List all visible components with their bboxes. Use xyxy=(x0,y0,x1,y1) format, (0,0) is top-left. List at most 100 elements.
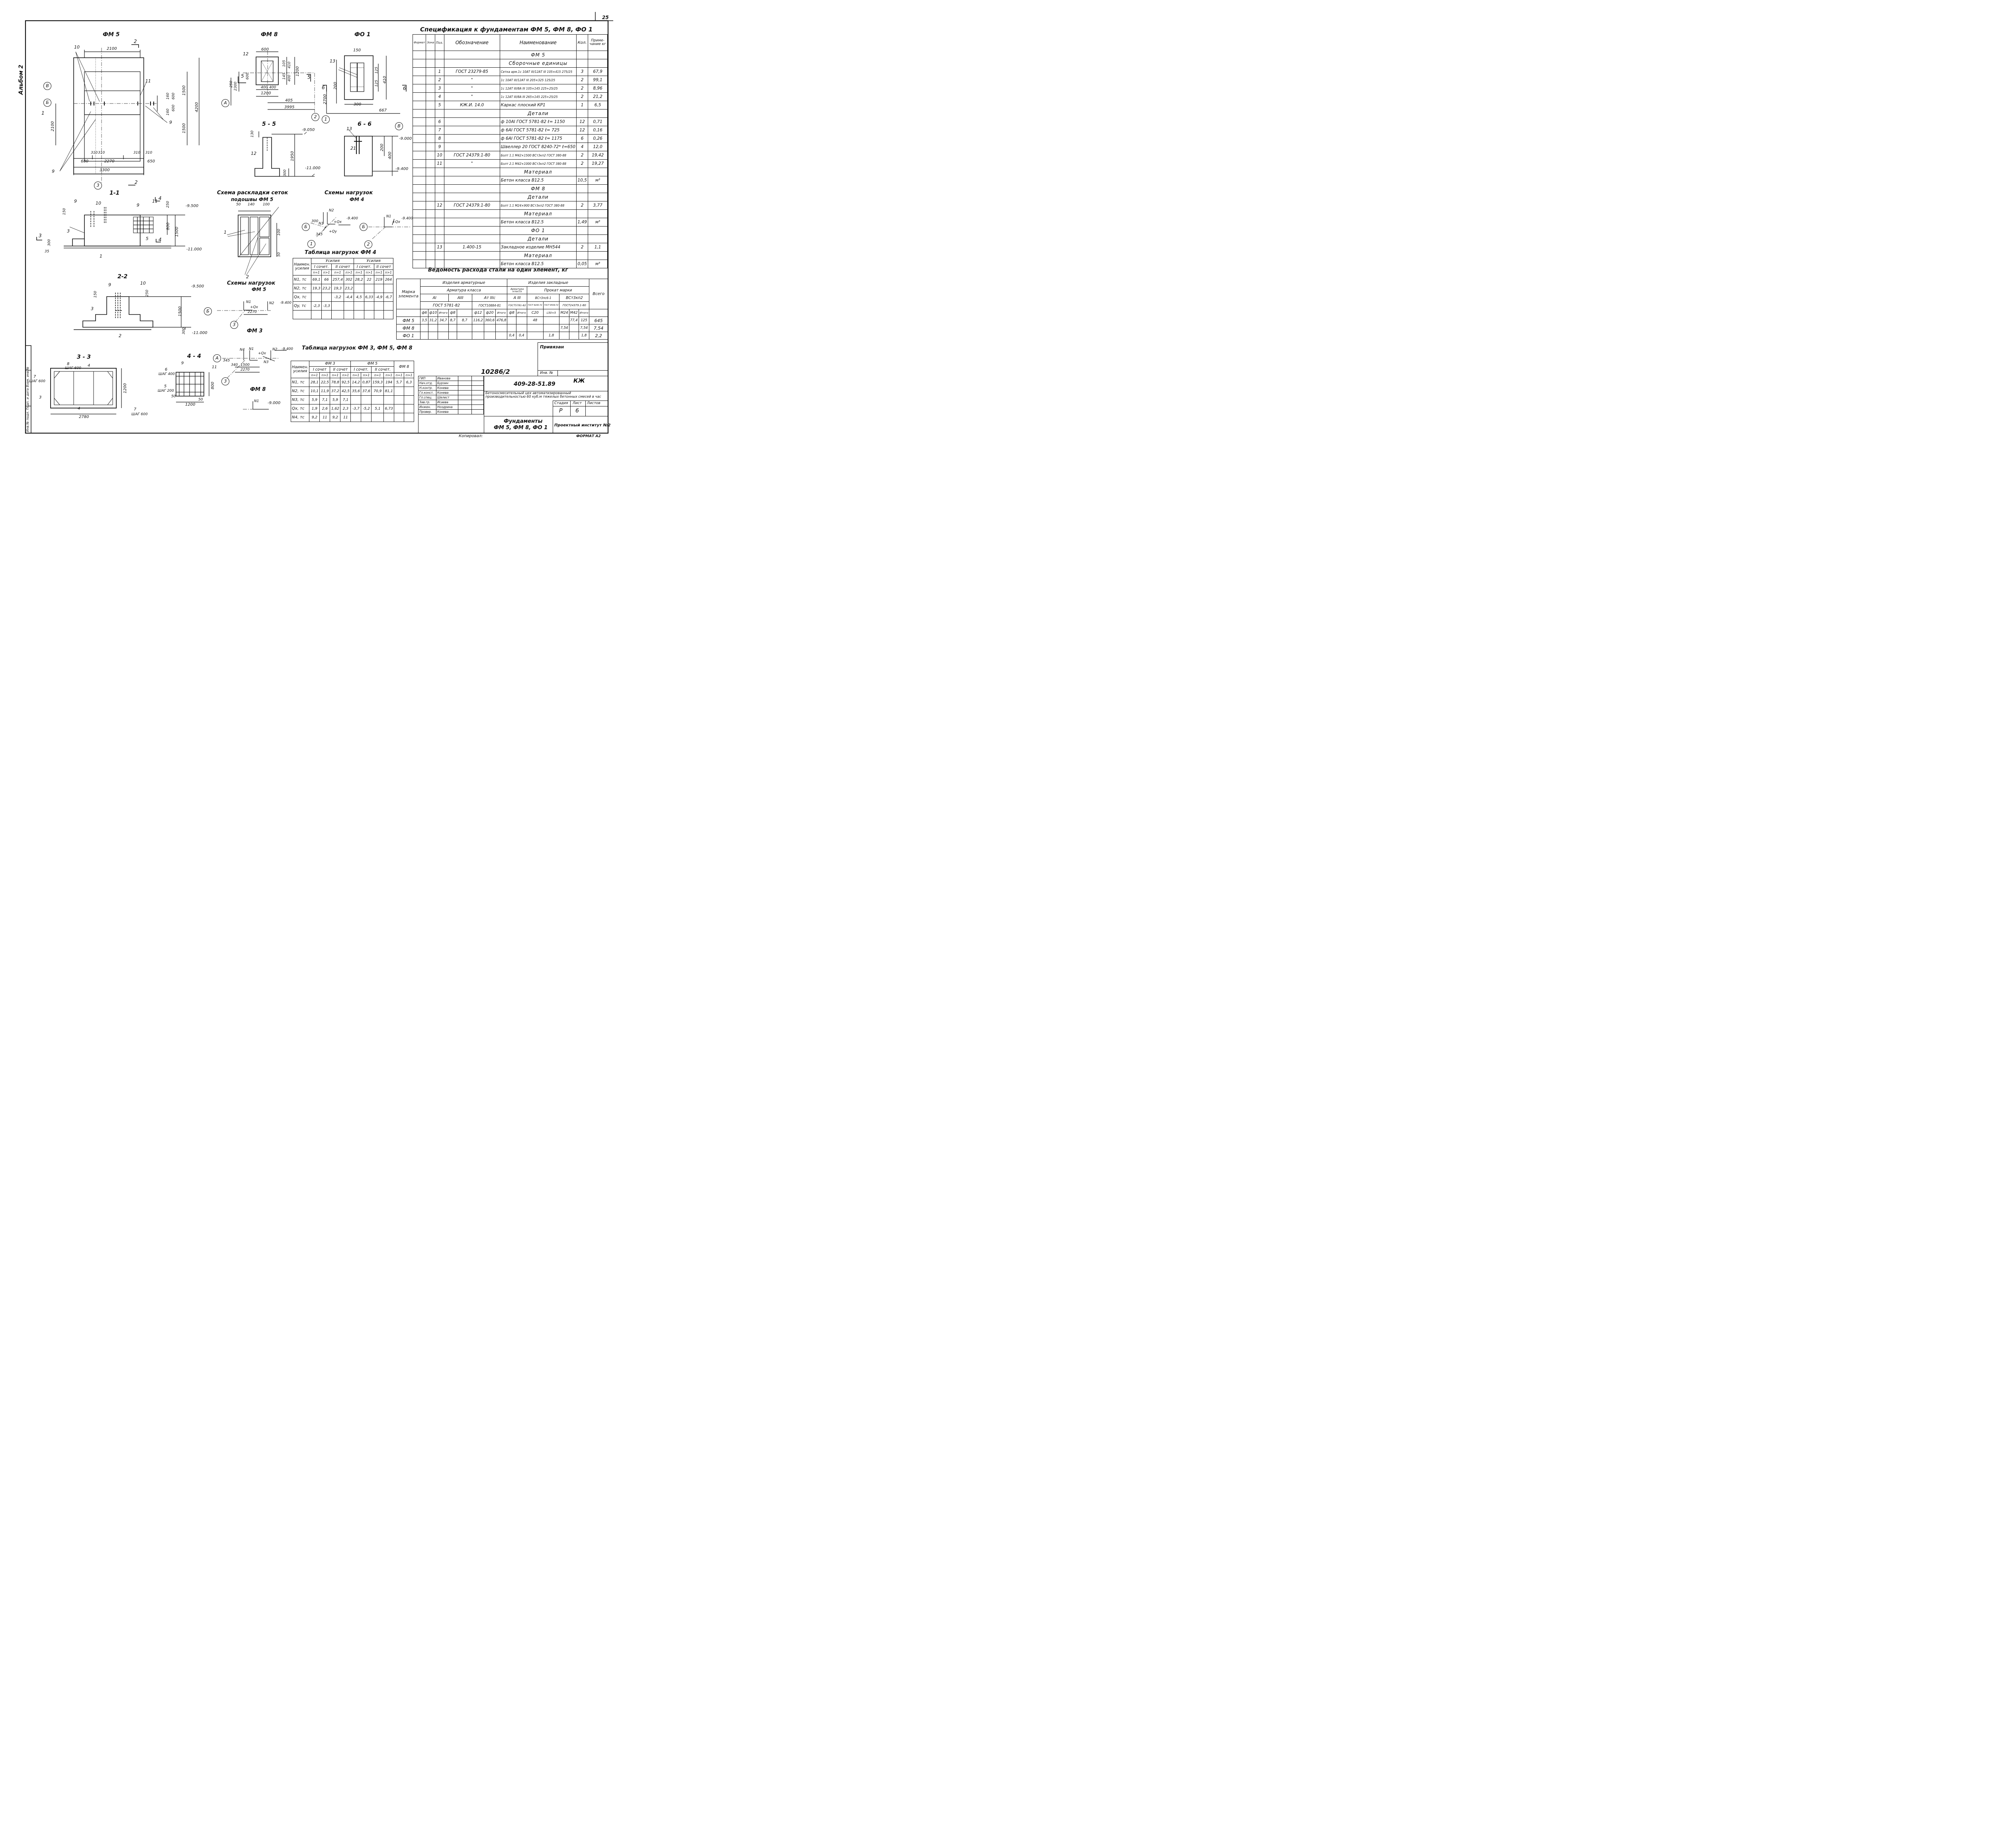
loads-value: 9,2 xyxy=(330,413,341,422)
loads-sub-header: n>1 xyxy=(383,270,393,275)
fm8-dim: 105 xyxy=(282,60,286,67)
spec-format xyxy=(412,209,426,218)
format-label: ФОРМАТ А2 xyxy=(576,434,601,438)
axis-bubble: Б xyxy=(360,223,368,231)
spec-zone xyxy=(426,126,436,135)
spec-note xyxy=(588,251,608,260)
force-dim: 345 xyxy=(316,232,323,236)
fm8-dim: 1200 xyxy=(261,91,271,96)
loads-value xyxy=(394,395,405,404)
steel-value: 0,4 xyxy=(516,332,527,340)
signer-role: Нач.отд. xyxy=(418,381,436,386)
copied-by: Копировал: xyxy=(459,434,483,438)
signer-role: Н.контр. xyxy=(418,385,436,391)
steel-value xyxy=(495,332,508,340)
loads-value: 264 xyxy=(383,275,393,284)
loads-comb: II сочет. xyxy=(371,366,395,373)
project-code: 409-28-51.89 xyxy=(514,381,555,387)
spec-designation xyxy=(444,168,500,176)
spec-section: Материал xyxy=(499,209,577,218)
loads-header-name: Наимен. усилия xyxy=(292,258,312,275)
signer-row: Нач.отд.Бурзин xyxy=(418,381,484,386)
signer-row: Провер.Конева xyxy=(418,409,484,414)
loads-value xyxy=(383,301,393,311)
spec-pos: 10 xyxy=(435,151,444,160)
elevation-mark: -9.500 xyxy=(186,204,199,208)
spec-designation xyxy=(444,59,500,68)
s11-dim: 35 xyxy=(45,250,49,254)
loads-value: 194 xyxy=(383,378,395,387)
steel-value: 116,2 xyxy=(472,316,484,324)
steel-sub-header: ф20 xyxy=(483,309,496,317)
loads-sub-header: n=1 xyxy=(371,372,384,378)
steel-value xyxy=(472,324,484,332)
signer-name: Шелест xyxy=(436,395,458,400)
spec-row: ФМ 8 xyxy=(412,184,608,193)
s11-section-mark: 4 xyxy=(158,237,162,242)
steel-value: 3,5 xyxy=(420,316,429,324)
mesh-pos: 1 xyxy=(224,230,227,235)
spec-note: 19,27 xyxy=(588,159,608,168)
loads-value: 2,6 xyxy=(319,404,331,413)
steel-value: 7,54 xyxy=(559,324,569,332)
loads-value: 6,3 xyxy=(404,378,414,387)
spec-note xyxy=(588,59,608,68)
spec-pos: 12 xyxy=(435,201,444,210)
spec-pos xyxy=(435,251,444,260)
s44-dim: 1200 xyxy=(185,402,196,407)
fm5-plan xyxy=(55,44,199,186)
spec-name: Сетка арм.1с 10АТ III/12АТ III 105×415 2… xyxy=(499,67,577,76)
steel-header-prokat: Прокат марки xyxy=(526,286,590,294)
loads-value: -2,3 xyxy=(311,301,322,311)
spec-row: Сборочные единицы xyxy=(412,59,608,68)
loads-value: 81,1 xyxy=(383,387,395,396)
fo1-plan xyxy=(323,55,407,114)
steel-value: 1,8 xyxy=(578,332,590,340)
steel-value xyxy=(507,316,516,324)
fm8-dim: 400 xyxy=(261,86,268,90)
fm5-pos: 9 xyxy=(52,169,55,174)
spec-designation: " xyxy=(444,76,500,84)
axis-bubble: 3 xyxy=(221,377,229,385)
spec-format xyxy=(412,84,426,93)
fm5-dim: 310 xyxy=(98,151,105,155)
signer-signature xyxy=(458,390,472,395)
loads-value: 92,5 xyxy=(340,378,351,387)
spec-format xyxy=(412,117,426,126)
elevation-mark: -9.050 xyxy=(302,128,315,132)
section-3-3 xyxy=(50,368,122,414)
section-title: 3 - 3 xyxy=(77,354,91,360)
spec-title: Спецификация к фундаментам ФМ 5, ФМ 8, Ф… xyxy=(420,26,593,33)
mesh-dim: 50 xyxy=(277,252,281,257)
steel-gost: ГОСТ 8509-72 xyxy=(543,301,560,309)
section-title: 2-2 xyxy=(117,273,128,280)
fm5-dim: 2270 xyxy=(104,159,115,164)
steel-sub-blank xyxy=(589,309,608,317)
spec-zone xyxy=(426,84,436,93)
spec-row: Материал xyxy=(412,168,608,176)
force-dim: 1500 xyxy=(241,363,250,367)
spec-qty xyxy=(576,109,589,118)
s22-dim: 250 xyxy=(145,289,149,297)
s11-dim: 1500 xyxy=(175,227,179,237)
s44-pos: 5 xyxy=(164,384,167,389)
s11-pos: 11 xyxy=(152,199,158,204)
signer-row: Гл.конст.Конева xyxy=(418,390,484,395)
spec-note: м³ xyxy=(588,218,608,227)
spec-pos: 2 xyxy=(435,76,444,84)
force-label: +Qy xyxy=(329,230,337,234)
signer-date xyxy=(471,395,484,400)
force-label: N1 xyxy=(249,347,254,351)
section-title: 1-1 xyxy=(110,190,120,196)
spec-name: ф 6АI ГОСТ 5781-82 ℓ= 725 xyxy=(499,126,577,135)
spec-qty xyxy=(576,226,589,235)
loads-value: 6,33 xyxy=(364,293,375,302)
spec-designation xyxy=(444,226,500,235)
s44-dim: 50 xyxy=(171,395,176,399)
loads-value: 5,9 xyxy=(330,395,341,404)
loads-name: N4, тс xyxy=(290,413,310,422)
steel-gost: ГОСТ24379.1-80 xyxy=(559,301,590,309)
